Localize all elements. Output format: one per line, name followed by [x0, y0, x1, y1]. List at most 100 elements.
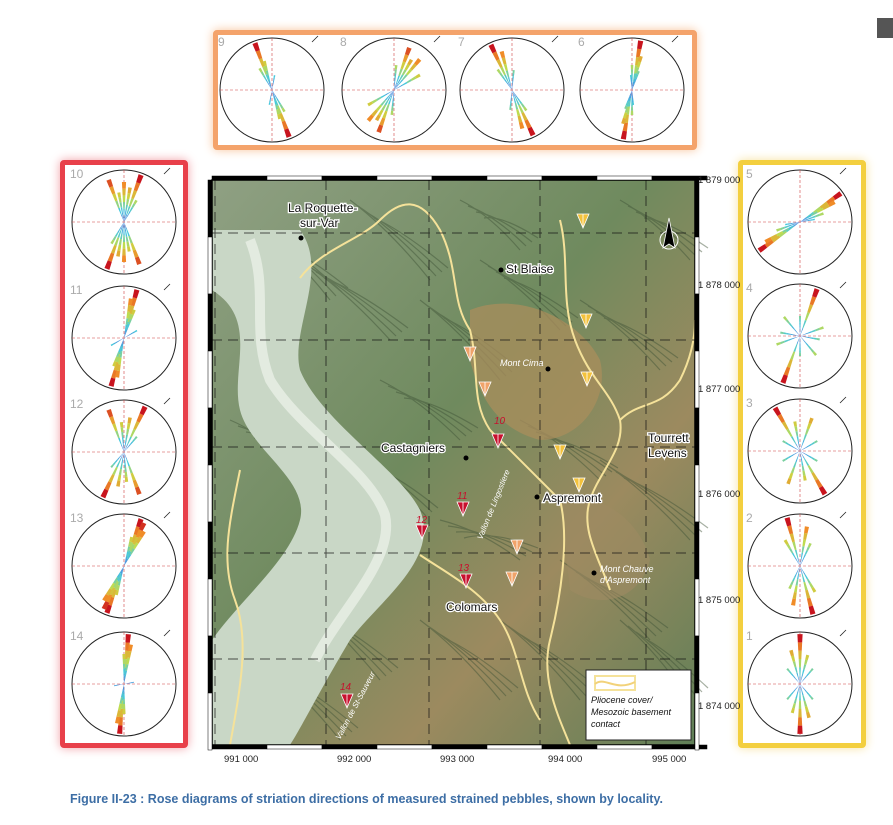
rose-petal — [806, 423, 812, 430]
rose-petal — [792, 577, 796, 582]
rose-petal — [796, 569, 799, 574]
rose-petal — [629, 93, 632, 97]
rose-petal — [800, 451, 803, 453]
rose-petal — [806, 691, 810, 695]
rose-petal — [809, 219, 813, 221]
rose-petal — [812, 288, 820, 298]
rose-petal — [506, 82, 510, 87]
rose-petal — [803, 581, 808, 591]
rose-petal — [630, 69, 634, 74]
rose-petal — [273, 94, 276, 100]
rose-petal — [793, 461, 797, 468]
rose-petal — [121, 222, 124, 226]
rose-petal — [394, 69, 397, 74]
rose-petal — [793, 676, 796, 680]
rose-petal — [396, 79, 401, 86]
rose-petal — [122, 338, 124, 343]
rose-petal — [124, 677, 126, 684]
rose-petal — [811, 211, 818, 216]
rose-petal — [390, 90, 394, 96]
rose-petal — [402, 81, 408, 86]
rose-petal — [126, 550, 131, 559]
rose-petal — [119, 225, 123, 230]
rose-petal — [776, 228, 781, 232]
rose-petal — [122, 217, 124, 222]
rose-petal — [114, 581, 120, 590]
rose-petal — [398, 84, 403, 88]
rose-petal — [128, 298, 133, 306]
rose-petal — [116, 480, 121, 487]
rose-tick — [163, 511, 171, 519]
rose-petal — [125, 236, 129, 242]
rose-petal — [805, 342, 809, 346]
rose-petal — [265, 78, 269, 84]
rose-petal — [809, 337, 814, 339]
rose-petal — [376, 96, 382, 101]
rose-petal — [272, 82, 274, 86]
rose-petal — [812, 337, 817, 340]
rose-petal — [122, 338, 124, 345]
rose-petal — [122, 708, 126, 714]
rose-petal — [123, 688, 125, 694]
rose-petal — [130, 332, 133, 335]
rose-petal — [125, 318, 129, 326]
rose-petal — [394, 84, 398, 90]
rose-petal — [125, 214, 129, 219]
rose-petal — [126, 446, 129, 450]
rose-petal — [796, 336, 800, 338]
rose-petal — [633, 73, 636, 82]
rose-petal — [128, 333, 131, 336]
rose-petal — [133, 182, 141, 192]
rose-petal — [402, 54, 409, 63]
rose-petal — [131, 190, 138, 199]
rose-petal — [117, 244, 122, 251]
rose-petal — [815, 213, 820, 218]
rose-petal — [797, 561, 800, 566]
rose-petal — [515, 97, 520, 106]
rose-petal — [792, 591, 797, 600]
rose-petal — [114, 685, 116, 687]
rose-petal — [798, 566, 800, 573]
rose-petal — [804, 220, 808, 222]
rose-petal — [631, 85, 632, 88]
rose-petal — [527, 126, 536, 137]
rose-petal — [123, 669, 125, 675]
rose-petal — [638, 55, 643, 63]
rose-petal — [793, 688, 796, 692]
rose-petal — [790, 673, 794, 677]
rose-petal — [798, 678, 800, 684]
rose-petal — [124, 218, 127, 222]
rose-petal — [124, 449, 127, 452]
rose-petal — [126, 206, 131, 215]
rose-petal — [509, 106, 512, 110]
rose-petal — [810, 348, 815, 353]
rose-petal — [790, 222, 793, 225]
rose-petal — [119, 339, 122, 341]
rose-petal — [394, 81, 396, 86]
rose-tick — [163, 629, 171, 637]
rose-petal — [802, 470, 806, 476]
rose-petal — [262, 60, 267, 67]
rose-number: 14 — [70, 629, 84, 643]
rose-petal — [127, 417, 132, 424]
rose-petal — [797, 642, 803, 651]
rose-petal — [123, 215, 125, 222]
rose-petal — [122, 654, 126, 660]
rose-petal — [811, 471, 819, 481]
rose-petal — [110, 343, 114, 347]
rose-petal — [139, 405, 148, 416]
place-colomars: Colomars — [446, 600, 497, 614]
rose-petal — [514, 102, 519, 110]
rose-petal — [788, 584, 793, 590]
rose-petal — [414, 58, 422, 66]
rose-petal — [118, 347, 122, 353]
rose-petal — [134, 329, 138, 333]
rose-petal — [126, 335, 129, 337]
rose-petal — [406, 79, 412, 84]
rose-petal — [277, 100, 282, 105]
rose-petal — [795, 456, 799, 463]
rose-petal — [499, 72, 504, 77]
rose-petal — [808, 605, 816, 615]
rose-petal — [270, 85, 272, 90]
rose-petal — [122, 659, 126, 665]
